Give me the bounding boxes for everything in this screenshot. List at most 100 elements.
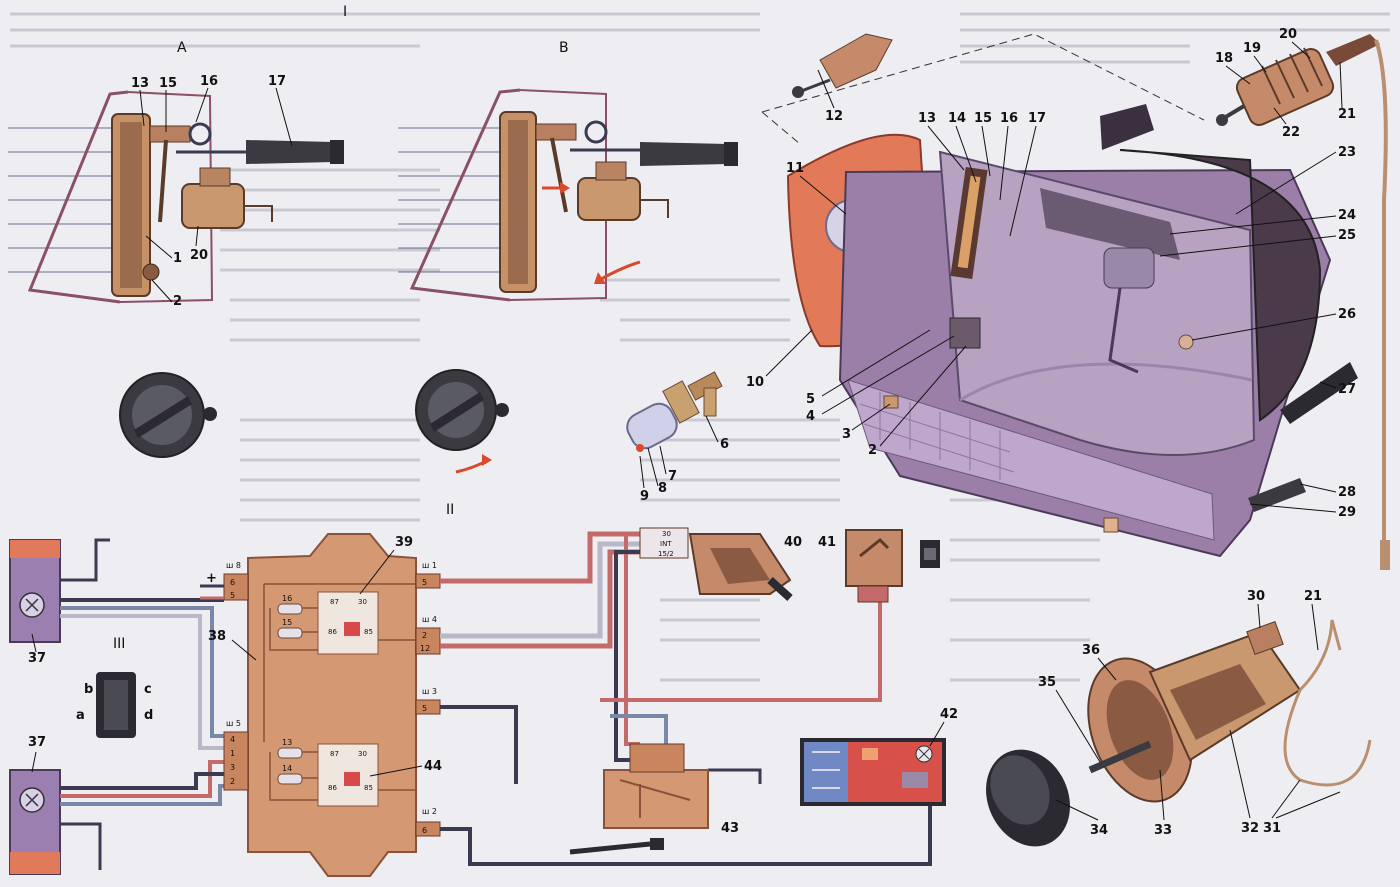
svg-text:25: 25 bbox=[1338, 228, 1356, 243]
fuse-14 bbox=[277, 773, 303, 785]
fuse-16 bbox=[277, 603, 303, 615]
svg-text:23: 23 bbox=[1338, 145, 1356, 160]
svg-text:21: 21 bbox=[1338, 107, 1356, 122]
view-a-corrector bbox=[8, 90, 344, 304]
svg-text:5: 5 bbox=[806, 392, 815, 407]
svg-text:29: 29 bbox=[1338, 505, 1356, 520]
halogen-bulb bbox=[626, 371, 723, 452]
connector-letter-c: c bbox=[144, 682, 152, 697]
wires-block-left bbox=[200, 584, 224, 600]
terminal-30: 30 bbox=[662, 530, 671, 538]
svg-text:39: 39 bbox=[395, 535, 413, 550]
svg-text:16: 16 bbox=[1000, 111, 1018, 126]
svg-text:15: 15 bbox=[159, 76, 177, 91]
svg-text:5: 5 bbox=[422, 704, 427, 713]
bulb-labels: 6 7 8 9 bbox=[639, 415, 729, 504]
view-a-labels: 13 15 16 17 1 2 20 bbox=[131, 74, 293, 309]
svg-text:4: 4 bbox=[806, 409, 815, 424]
adjust-screw-top bbox=[1100, 104, 1154, 150]
svg-text:2: 2 bbox=[173, 294, 182, 309]
svg-text:12: 12 bbox=[420, 644, 430, 653]
svg-text:2: 2 bbox=[230, 777, 235, 786]
svg-text:20: 20 bbox=[1279, 27, 1297, 42]
svg-text:36: 36 bbox=[1082, 643, 1100, 658]
svg-text:ш 4: ш 4 bbox=[422, 615, 437, 624]
connector-iii bbox=[96, 672, 136, 738]
wires-left bbox=[60, 538, 224, 870]
headlamp-left-lower bbox=[9, 769, 61, 875]
svg-text:30: 30 bbox=[358, 598, 367, 606]
svg-text:17: 17 bbox=[1028, 111, 1046, 126]
adjust-screw-side bbox=[1280, 362, 1358, 424]
svg-text:87: 87 bbox=[330, 598, 339, 606]
svg-text:86: 86 bbox=[328, 784, 337, 792]
svg-text:6: 6 bbox=[422, 826, 427, 835]
corrector-actuator-bottom bbox=[986, 619, 1372, 847]
connector-letter-b: b bbox=[84, 682, 93, 697]
terminal-15-2: 15/2 bbox=[658, 550, 674, 558]
svg-text:1: 1 bbox=[230, 749, 235, 758]
terminal-int: INT bbox=[660, 540, 672, 548]
svg-text:20: 20 bbox=[190, 248, 208, 263]
svg-text:3: 3 bbox=[842, 427, 851, 442]
connector-letter-a: a bbox=[76, 708, 85, 723]
label-43: 43 bbox=[721, 821, 739, 836]
section-mark-left: III bbox=[113, 636, 125, 652]
dashboard-panel bbox=[800, 738, 946, 806]
svg-text:8: 8 bbox=[658, 481, 667, 496]
svg-text:4: 4 bbox=[230, 735, 235, 744]
svg-text:85: 85 bbox=[364, 628, 373, 636]
svg-text:28: 28 bbox=[1338, 485, 1356, 500]
view-mark-a: A bbox=[177, 40, 187, 56]
section-mark-top: I bbox=[343, 4, 347, 20]
label-40: 40 bbox=[784, 535, 802, 550]
svg-text:37: 37 bbox=[28, 651, 46, 666]
svg-text:24: 24 bbox=[1338, 208, 1356, 223]
corrector-knob-right bbox=[415, 369, 509, 474]
ignition-switch bbox=[639, 527, 793, 601]
svg-text:6: 6 bbox=[720, 437, 729, 452]
svg-text:ш 1: ш 1 bbox=[422, 561, 437, 570]
switch-block bbox=[569, 743, 709, 855]
svg-text:35: 35 bbox=[1038, 675, 1056, 690]
mounting-block bbox=[223, 533, 441, 877]
svg-text:ш 3: ш 3 bbox=[422, 687, 437, 696]
svg-text:15: 15 bbox=[282, 618, 292, 627]
svg-text:ш 8: ш 8 bbox=[226, 561, 241, 570]
corrector-knob-left bbox=[119, 372, 217, 458]
corrector-actuator-top bbox=[1216, 34, 1390, 570]
svg-text:18: 18 bbox=[1215, 51, 1233, 66]
label-41: 41 bbox=[818, 535, 836, 550]
svg-text:2: 2 bbox=[868, 443, 877, 458]
actuator-top-labels: 18 19 20 21 22 bbox=[1215, 27, 1356, 140]
svg-text:3: 3 bbox=[230, 763, 235, 772]
svg-text:21: 21 bbox=[1304, 589, 1322, 604]
svg-text:32: 32 bbox=[1241, 821, 1259, 836]
corrector-cylinder-a bbox=[181, 183, 245, 229]
headlamp-assembly bbox=[761, 33, 1358, 558]
svg-text:33: 33 bbox=[1154, 823, 1172, 838]
svg-text:22: 22 bbox=[1282, 125, 1300, 140]
section-mark-middle: II bbox=[446, 502, 454, 518]
svg-text:34: 34 bbox=[1090, 823, 1108, 838]
svg-text:1: 1 bbox=[173, 251, 182, 266]
svg-text:19: 19 bbox=[1243, 41, 1261, 56]
svg-text:85: 85 bbox=[364, 784, 373, 792]
svg-text:13: 13 bbox=[282, 738, 292, 747]
svg-text:10: 10 bbox=[746, 375, 764, 390]
svg-text:11: 11 bbox=[786, 161, 804, 176]
svg-text:5: 5 bbox=[422, 578, 427, 587]
svg-text:86: 86 bbox=[328, 628, 337, 636]
adjusting-screw-a bbox=[246, 140, 334, 164]
svg-text:87: 87 bbox=[330, 750, 339, 758]
svg-text:16: 16 bbox=[282, 594, 292, 603]
svg-text:14: 14 bbox=[948, 111, 966, 126]
svg-text:30: 30 bbox=[358, 750, 367, 758]
svg-text:15: 15 bbox=[974, 111, 992, 126]
headlamp-left-upper bbox=[9, 539, 61, 643]
view-mark-b: B bbox=[559, 40, 569, 56]
svg-text:13: 13 bbox=[918, 111, 936, 126]
svg-text:2: 2 bbox=[422, 631, 427, 640]
light-switch bbox=[845, 529, 940, 603]
